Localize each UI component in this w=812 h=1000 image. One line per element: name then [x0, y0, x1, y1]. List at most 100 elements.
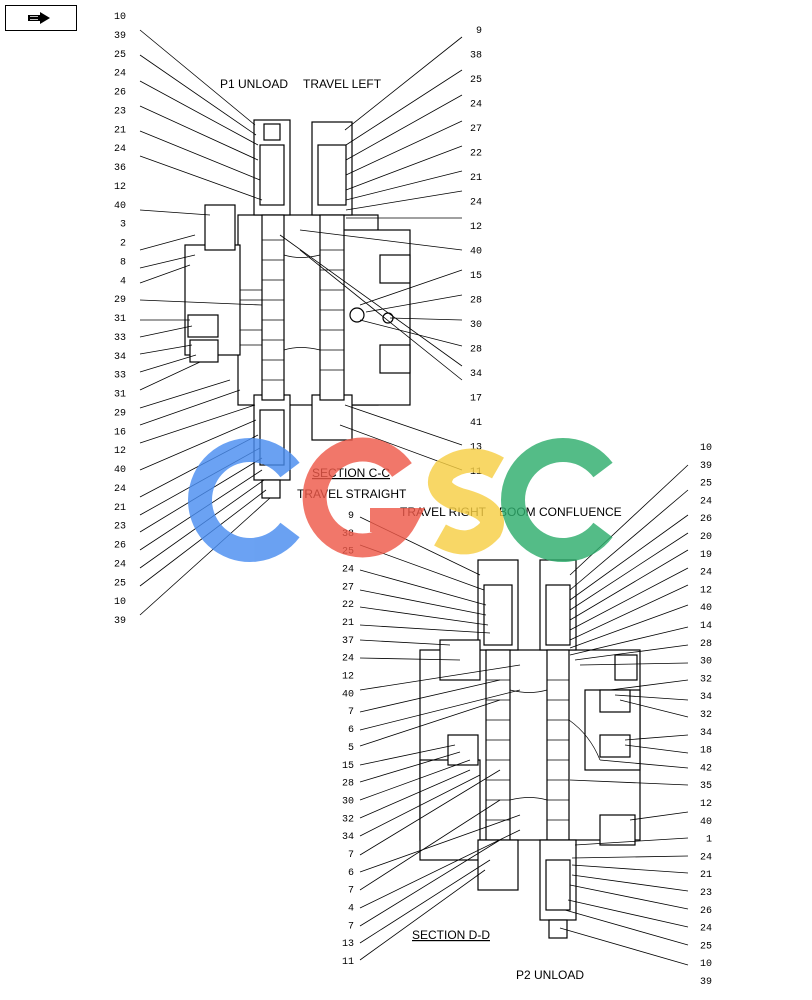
callout-number: 21	[700, 870, 712, 881]
callout-number: 24	[470, 198, 482, 209]
callout-number: 25	[700, 941, 712, 952]
callout-number: 14	[700, 621, 712, 632]
callout-number: 24	[700, 852, 712, 863]
callout-number: 34	[700, 728, 712, 739]
callout-number: 12	[114, 446, 126, 457]
watermark-letter-s	[428, 448, 504, 555]
callout-number: 39	[114, 31, 126, 42]
callout-number: 40	[114, 465, 126, 476]
callout-number: 26	[700, 906, 712, 917]
callout-number: 35	[700, 781, 712, 792]
section-dd-left-leaders	[359, 516, 521, 961]
callout-number: 28	[470, 345, 482, 356]
callout-number: 32	[342, 814, 354, 825]
callout-number: 24	[114, 559, 126, 570]
callout-number: 12	[470, 222, 482, 233]
callout-number: 41	[470, 418, 482, 429]
callout-number: 40	[470, 247, 482, 258]
section-cc-label-travel-left: TRAVEL LEFT	[303, 77, 382, 91]
section-dd-right-callouts: 1039252426201924124014283032343234184235…	[700, 443, 712, 988]
callout-number: 23	[114, 522, 126, 533]
callout-number: 6	[348, 868, 354, 879]
section-cc-left-callouts: 1039252426232124361240328429313334333129…	[114, 12, 126, 627]
callout-number: 24	[700, 924, 712, 935]
callout-number: 24	[114, 69, 126, 80]
callout-number: 29	[114, 295, 126, 306]
callout-number: 40	[700, 603, 712, 614]
callout-number: 31	[114, 390, 126, 401]
callout-number: 24	[342, 565, 354, 576]
watermark-letter-c1	[188, 438, 300, 562]
callout-number: 26	[114, 541, 126, 552]
callout-number: 25	[114, 578, 126, 589]
callout-number: 37	[342, 636, 354, 647]
callout-number: 24	[114, 144, 126, 155]
callout-number: 40	[700, 817, 712, 828]
section-dd-drawing	[419, 559, 641, 939]
callout-number: 12	[700, 585, 712, 596]
callout-number: 15	[342, 761, 354, 772]
callout-number: 13	[342, 939, 354, 950]
callout-number: 3	[120, 220, 126, 231]
callout-number: 13	[470, 443, 482, 454]
callout-number: 5	[348, 743, 354, 754]
callout-number: 30	[470, 320, 482, 331]
callout-number: 18	[700, 746, 712, 757]
pointing-hand-icon	[28, 12, 50, 24]
callout-number: 23	[114, 106, 126, 117]
callout-number: 10	[700, 443, 712, 454]
callout-number: 42	[700, 763, 712, 774]
section-dd-title: SECTION D-D	[412, 928, 490, 942]
callout-number: 39	[700, 461, 712, 472]
callout-number: 22	[342, 600, 354, 611]
callout-number: 17	[470, 394, 482, 405]
watermark-letter-g	[302, 437, 426, 558]
callout-number: 26	[114, 88, 126, 99]
callout-number: 21	[342, 618, 354, 629]
callout-number: 32	[700, 674, 712, 685]
callout-number: 23	[700, 888, 712, 899]
callout-number: 28	[700, 639, 712, 650]
callout-number: 12	[114, 182, 126, 193]
callout-number: 6	[348, 725, 354, 736]
section-cc-label-p1-unload: P1 UNLOAD	[220, 77, 288, 91]
callout-number: 27	[342, 582, 354, 593]
callout-number: 21	[114, 125, 126, 136]
callout-number: 12	[700, 799, 712, 810]
section-cc-right-leaders	[279, 36, 463, 471]
callout-number: 28	[470, 296, 482, 307]
callout-number: 24	[114, 484, 126, 495]
callout-number: 20	[700, 532, 712, 543]
callout-number: 10	[114, 597, 126, 608]
nav-arrow-button[interactable]	[5, 5, 77, 31]
callout-number: 34	[342, 832, 354, 843]
section-dd-label-boom-confluence: BOOM CONFLUENCE	[499, 505, 622, 519]
callout-number: 9	[476, 26, 482, 37]
callout-number: 22	[470, 149, 482, 160]
section-dd-right-leaders	[559, 464, 689, 966]
callout-number: 16	[114, 427, 126, 438]
callout-number: 36	[114, 163, 126, 174]
callout-number: 12	[342, 672, 354, 683]
callout-number: 34	[114, 352, 126, 363]
callout-number: 7	[348, 707, 354, 718]
callout-number: 30	[342, 796, 354, 807]
callout-number: 31	[114, 314, 126, 325]
callout-number: 24	[700, 496, 712, 507]
callout-number: 7	[348, 921, 354, 932]
callout-number: 4	[348, 904, 354, 915]
callout-number: 32	[700, 710, 712, 721]
callout-number: 24	[470, 100, 482, 111]
callout-number: 9	[348, 511, 354, 522]
callout-number: 10	[700, 959, 712, 970]
callout-number: 33	[114, 371, 126, 382]
callout-number: 11	[342, 957, 354, 968]
callout-number: 19	[700, 550, 712, 561]
callout-number: 25	[114, 50, 126, 61]
watermark-logo	[188, 437, 613, 562]
callout-number: 38	[470, 51, 482, 62]
callout-number: 21	[470, 173, 482, 184]
callout-number: 1	[706, 835, 712, 846]
